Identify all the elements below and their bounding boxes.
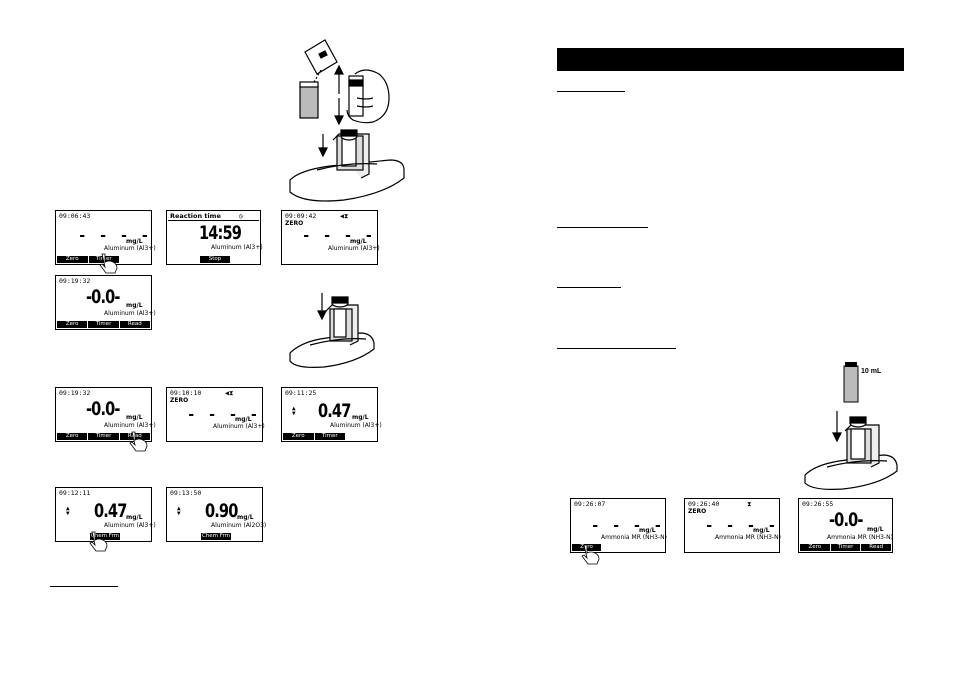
pointing-hand-icon (129, 431, 148, 452)
section-heading-underline (557, 91, 625, 92)
screen-zero-measuring: 09:09:42 ◀⧗ ZERO - - - - mg/L Aluminum (… (281, 210, 380, 265)
screen-zeroed: 09:19:32 -0.0- mg/L Aluminum (Al3+) Zero… (55, 275, 156, 330)
screen-zero-measuring-2: 09:10:10 ◀⧗ ZERO - - - - mg/L Aluminum (… (166, 387, 265, 442)
section-header-bar (557, 48, 904, 71)
screen-chem-form-1: 09:12:11 ▲▼ 0.47 mg/L Aluminum (Al3+) Ch… (55, 487, 156, 542)
section-heading-underline (50, 586, 118, 587)
up-down-arrows-icon: ▲▼ (292, 405, 296, 418)
timer-softkey[interactable]: Timer (88, 321, 119, 328)
section-heading-underline (557, 348, 676, 349)
section-heading-underline (557, 227, 648, 228)
chem-form-softkey[interactable]: Chem Frm (90, 533, 120, 540)
zero-softkey[interactable]: Zero (57, 433, 88, 440)
zero-softkey[interactable]: Zero (283, 433, 314, 440)
pointing-hand-icon (99, 253, 118, 274)
zero-softkey[interactable]: Zero (57, 321, 88, 328)
meter-insert-vial-illustration (289, 293, 375, 368)
pointing-hand-icon (581, 544, 600, 565)
speaker-hourglass-icon: ◀⧗ (225, 389, 234, 397)
screen-ammonia-zeroed: 09:26:55 -0.0- mg/L Ammonia MR (NH3-N) Z… (798, 498, 893, 553)
meter-insert-vial-illustration (804, 411, 898, 490)
zero-softkey[interactable]: Zero (800, 544, 830, 551)
screen-chem-form-2: 09:13:50 ▲▼ 0.90 mg/L Aluminum (Al2O3) C… (166, 487, 266, 542)
screen-result: 09:11:25 ▲▼ 0.47 mg/L Aluminum (Al3+) Ze… (281, 387, 382, 442)
timer-softkey[interactable]: Timer (88, 433, 119, 440)
screen-ammonia-zero: 09:26:07 - - - - mg/L Ammonia MR (NH3-N)… (570, 498, 667, 553)
screen-ammonia-measuring: 09:26:40 ⧗ ZERO - - - - mg/L Ammonia MR … (684, 498, 781, 553)
timer-icon: ◷ (239, 212, 243, 220)
hourglass-icon: ⧗ (747, 500, 752, 508)
read-softkey[interactable]: Read (119, 321, 150, 328)
pointing-hand-icon (89, 531, 108, 552)
chem-form-softkey[interactable]: Chem Frm (201, 533, 231, 540)
up-down-arrows-icon: ▲▼ (177, 505, 181, 518)
vial-10ml-illustration (843, 362, 859, 403)
timer-softkey[interactable]: Timer (830, 544, 861, 551)
zero-softkey[interactable]: Zero (57, 256, 88, 263)
up-down-arrows-icon: ▲▼ (66, 505, 70, 518)
stop-softkey[interactable]: Stop (200, 256, 230, 263)
speaker-hourglass-icon: ◀⧗ (340, 212, 349, 220)
screen-zero-timer: 09:06:43 - - - - mg/L Aluminum (Al3+) Ze… (55, 210, 156, 265)
read-softkey[interactable]: Read (861, 544, 892, 551)
timer-softkey[interactable]: Timer (314, 433, 345, 440)
vial-volume-label: 10 mL (861, 368, 882, 375)
screen-reaction-time: Reaction time ◷ 14:59 Aluminum (Al3+) St… (166, 210, 263, 265)
section-heading-underline (557, 287, 621, 288)
reagent-packet-illustration (289, 39, 405, 202)
